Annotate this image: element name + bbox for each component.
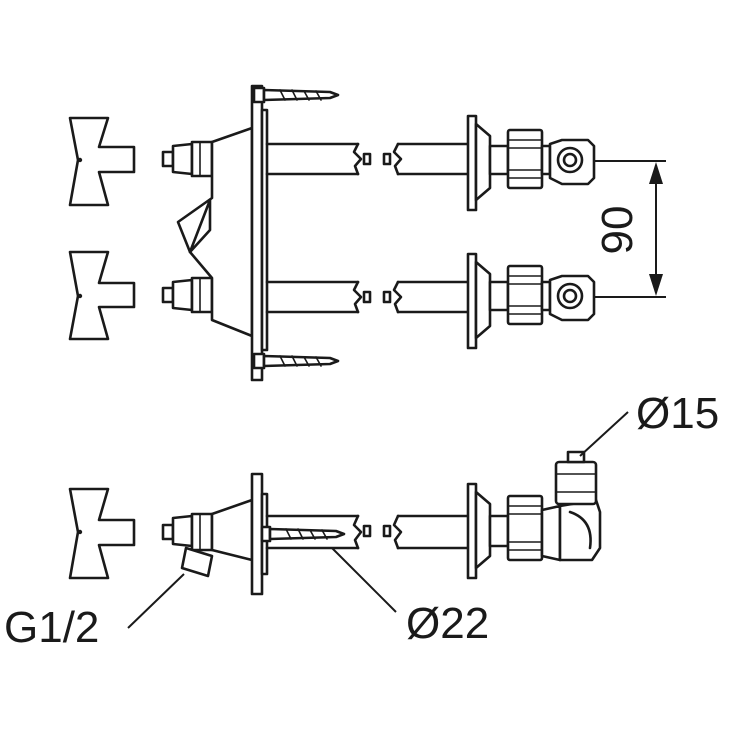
leader-d22	[331, 547, 397, 613]
escutcheon-side	[466, 482, 492, 580]
valve-body-side	[210, 498, 254, 562]
label-d22: Ø22	[406, 599, 489, 648]
dimension-90: 90	[593, 160, 666, 298]
dimension-90-label: 90	[593, 206, 642, 255]
spindle-lower	[161, 276, 214, 314]
spindle-side	[161, 512, 214, 552]
label-g12: G1/2	[4, 603, 99, 652]
screw-side	[260, 525, 346, 543]
leader-d15	[579, 411, 629, 457]
label-d15: Ø15	[636, 389, 719, 438]
stop-valve-upper	[548, 138, 596, 186]
wall-flange-upper	[250, 84, 269, 382]
pipe-upper	[265, 142, 470, 176]
screw-top	[252, 86, 340, 104]
leader-g12	[127, 573, 185, 629]
union-lower	[488, 264, 552, 326]
pipe-side	[265, 514, 470, 550]
stop-valve-lower	[548, 274, 596, 322]
key-upper	[68, 116, 136, 207]
pipe-lower	[265, 280, 470, 314]
spindle-upper	[161, 140, 214, 178]
union-upper	[488, 128, 552, 190]
elbow-valve-side	[540, 450, 602, 562]
g12-port	[180, 546, 214, 578]
key-lower	[68, 250, 136, 341]
escutcheon-lower	[466, 252, 492, 350]
screw-bottom	[252, 352, 340, 370]
escutcheon-upper	[466, 114, 492, 212]
union-side	[488, 494, 544, 562]
key-side	[68, 487, 136, 580]
